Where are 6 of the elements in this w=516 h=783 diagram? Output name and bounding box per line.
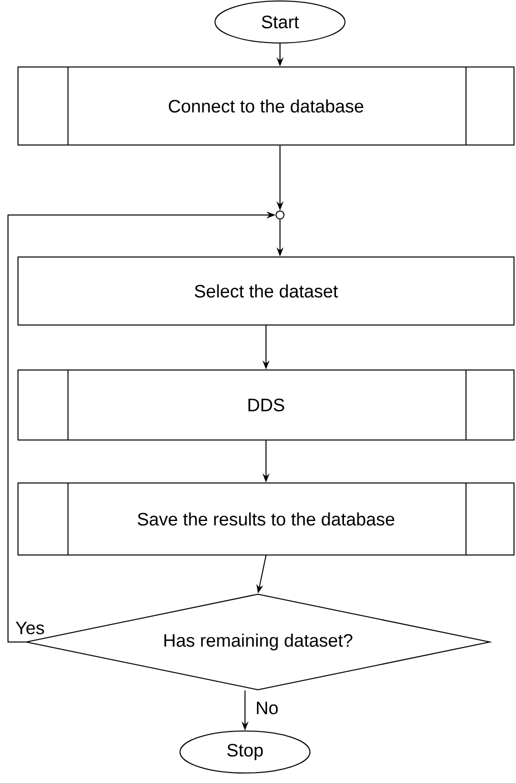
subprocess-box: DDS: [18, 370, 514, 440]
process-box: Select the dataset: [18, 256, 514, 326]
edge-label: No: [254, 700, 280, 716]
subprocess-box: Save the results to the database: [18, 482, 514, 556]
junction-circle: [276, 210, 284, 220]
subprocess-box: Connect to the database: [18, 66, 514, 146]
